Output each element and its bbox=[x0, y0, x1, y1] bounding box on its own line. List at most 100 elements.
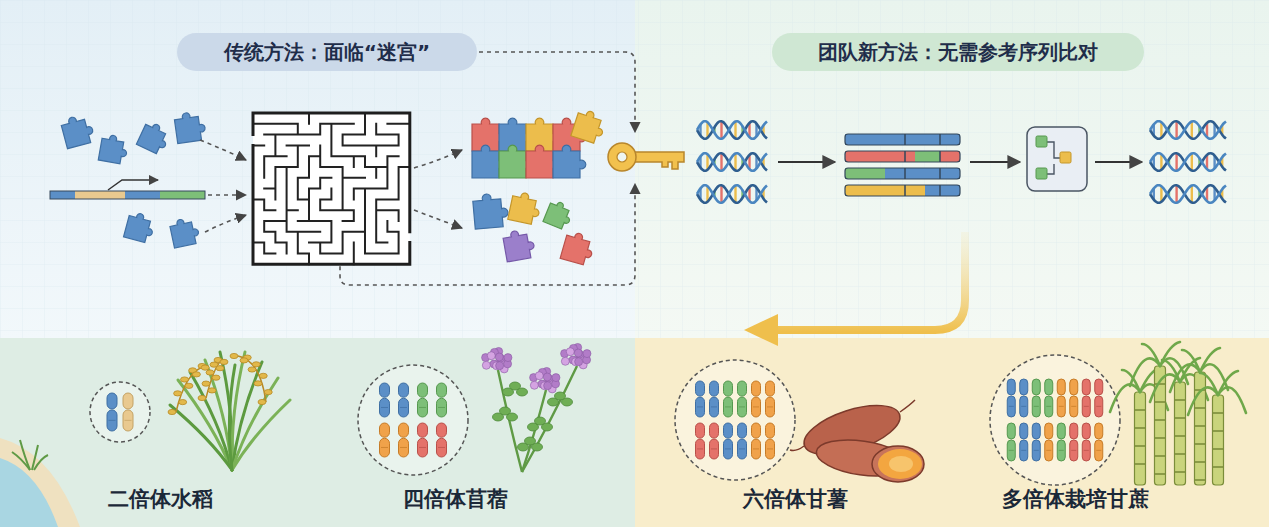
rice-plant bbox=[185, 383, 193, 388]
karyotype bbox=[766, 439, 775, 459]
scattered-puzzle bbox=[502, 228, 536, 262]
dna-helix bbox=[1175, 121, 1177, 139]
alfalfa-plant bbox=[561, 357, 569, 365]
sugarcane bbox=[1110, 384, 1140, 412]
karyotype bbox=[380, 438, 390, 457]
sugarcane bbox=[1160, 342, 1180, 366]
dna-helix bbox=[697, 185, 767, 203]
karyotype bbox=[752, 423, 761, 438]
rice-plant bbox=[240, 358, 248, 363]
sugarcane bbox=[1213, 448, 1224, 450]
karyotype bbox=[767, 448, 773, 449]
key-icon bbox=[608, 143, 636, 171]
rice-plant bbox=[212, 375, 220, 380]
rice-plant bbox=[174, 391, 182, 396]
karyotype bbox=[1095, 379, 1103, 395]
dna-helix bbox=[1150, 185, 1226, 203]
karyotype bbox=[1096, 406, 1101, 407]
alfalfa-plant bbox=[543, 373, 551, 381]
dashed-flow-line bbox=[208, 194, 246, 196]
karyotype bbox=[1095, 396, 1103, 417]
rice-plant bbox=[264, 389, 272, 394]
karyotype bbox=[437, 398, 447, 417]
sugarcane bbox=[1155, 383, 1166, 385]
karyotype bbox=[419, 447, 426, 448]
karyotype bbox=[738, 423, 747, 438]
karyotype bbox=[438, 407, 445, 408]
puzzle-pieces bbox=[136, 120, 172, 156]
karyotype bbox=[380, 383, 390, 397]
section-header: 团队新方法：无需参考序列比对 bbox=[772, 33, 1144, 71]
sweet-potato bbox=[878, 449, 922, 479]
pipeline-arrow bbox=[1095, 161, 1142, 163]
karyotype bbox=[738, 397, 747, 417]
alfalfa-plant bbox=[496, 362, 504, 370]
scattered-puzzle bbox=[560, 230, 596, 266]
rice-plant bbox=[170, 405, 232, 470]
karyotype bbox=[400, 407, 407, 408]
karyotype bbox=[1021, 450, 1026, 451]
rice-plant bbox=[230, 353, 238, 358]
karyotype bbox=[766, 381, 775, 396]
dashed-flow-line bbox=[205, 215, 246, 232]
sweet-potato bbox=[790, 400, 915, 451]
rice-plant bbox=[258, 399, 266, 404]
assembled-puzzle bbox=[472, 108, 608, 178]
section-header: 传统方法：面临“迷宫” bbox=[177, 33, 477, 71]
aligned-sequences bbox=[885, 168, 960, 179]
sugarcane bbox=[1182, 350, 1200, 372]
karyotype bbox=[1009, 406, 1014, 407]
aligned-sequences bbox=[904, 185, 906, 196]
karyotype bbox=[1007, 423, 1015, 439]
karyotype bbox=[1095, 423, 1103, 439]
rice-plant bbox=[192, 372, 200, 377]
karyotype bbox=[1045, 379, 1053, 395]
network-box bbox=[1060, 152, 1071, 163]
assembled-puzzle bbox=[553, 145, 586, 178]
dna-helix bbox=[1150, 185, 1226, 203]
karyotype bbox=[1007, 396, 1015, 417]
dna-helix bbox=[1150, 121, 1226, 139]
rice-plant bbox=[248, 367, 256, 372]
aligned-sequences bbox=[939, 151, 941, 162]
sugarcane bbox=[1135, 445, 1146, 447]
background bbox=[12, 452, 30, 470]
dna-helix bbox=[1150, 121, 1226, 139]
alfalfa-plant bbox=[500, 407, 511, 415]
karyotype bbox=[1070, 379, 1078, 395]
karyotype bbox=[380, 423, 390, 437]
karyotype bbox=[90, 382, 150, 442]
dna-helix bbox=[697, 185, 767, 203]
aligned-sequences bbox=[845, 134, 960, 145]
rice-plant bbox=[238, 356, 266, 402]
background bbox=[20, 440, 30, 470]
pipeline-arrow bbox=[778, 161, 835, 163]
sugarcane bbox=[1135, 463, 1146, 465]
rice-plant bbox=[254, 381, 262, 386]
karyotype bbox=[725, 448, 731, 449]
karyotype bbox=[725, 406, 731, 407]
dashed-flow-line bbox=[200, 140, 246, 160]
aligned-sequences bbox=[904, 151, 906, 162]
dashed-flow-line bbox=[340, 184, 635, 285]
alfalfa-plant bbox=[482, 343, 591, 472]
karyotype bbox=[1059, 450, 1064, 451]
karyotype bbox=[1034, 406, 1039, 407]
sequence-read bbox=[160, 191, 205, 199]
karyotype bbox=[1020, 440, 1028, 461]
karyotype bbox=[1032, 379, 1040, 395]
aligned-sequences bbox=[845, 185, 960, 196]
alfalfa-plant bbox=[544, 382, 552, 390]
sugarcane bbox=[1195, 443, 1206, 445]
sugarcane bbox=[1218, 371, 1238, 395]
dna-helix bbox=[697, 121, 767, 139]
dna-helix bbox=[1150, 121, 1226, 139]
aligned-sequences bbox=[845, 151, 915, 162]
alfalfa-plant bbox=[555, 392, 566, 400]
alfalfa-plant bbox=[495, 353, 503, 361]
aligned-sequences bbox=[904, 134, 906, 145]
karyotype bbox=[710, 397, 719, 417]
alfalfa-plant bbox=[566, 348, 574, 356]
key-icon bbox=[608, 143, 684, 171]
